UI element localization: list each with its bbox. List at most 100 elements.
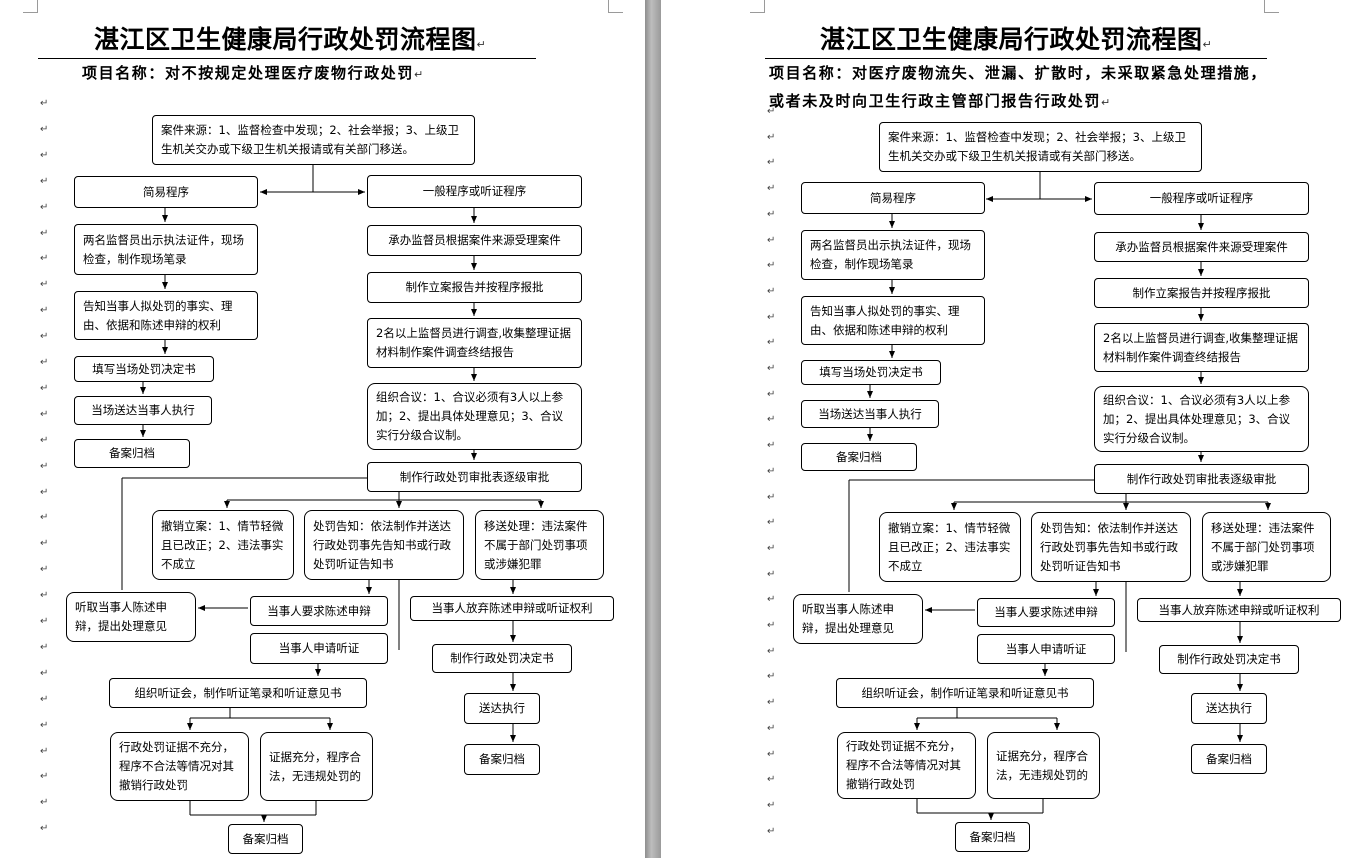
paragraph-mark: ↵ — [40, 227, 49, 239]
filing-report-box: 制作立案报告并按程序报批 — [1094, 278, 1309, 308]
penalty-notice-box: 处罚告知：依法制作并送达行政处罚事先告知书或行政处罚听证告知书 — [304, 510, 464, 580]
paragraph-mark: ↵ — [40, 667, 49, 679]
paragraph-mark: ↵ — [40, 357, 49, 368]
paragraph-mark: ↵ — [40, 201, 49, 213]
paragraph-mark: ↵ — [767, 825, 776, 837]
insufficient-evidence-box: 行政处罚证据不充分，程序不合法等情况对其撤销行政处罚 — [110, 732, 249, 801]
notify-rights-box: 告知当事人拟处罚的事实、理由、依据和陈述申辩的权利 — [801, 296, 985, 345]
penalty-decision-box: 制作行政处罚决定书 — [432, 644, 572, 673]
simple-procedure-box: 简易程序 — [801, 182, 985, 214]
paragraph-mark: ↵ — [40, 616, 49, 627]
paragraph-mark: ↵ — [40, 305, 49, 317]
request-hearing-box: 当事人申请听证 — [977, 634, 1115, 664]
archive-bottom-box: 备案归档 — [228, 824, 303, 854]
general-procedure-box: 一般程序或听证程序 — [367, 175, 582, 208]
onsite-inspection-box: 两名监督员出示执法证件，现场检查，制作现场笔录 — [801, 230, 985, 280]
simple-procedure-box: 简易程序 — [74, 176, 258, 208]
paragraph-mark: ↵ — [40, 745, 49, 757]
project-name: 项目名称：对不按规定处理医疗废物行政处罚↵ — [82, 64, 424, 82]
archive-simple-box: 备案归档 — [74, 439, 190, 468]
sufficient-evidence-box: 证据充分，程序合法，无违规处罚的 — [260, 732, 373, 801]
page-title: 湛江区卫生健康局行政处罚流程图↵ — [820, 25, 1212, 54]
paragraph-mark: ↵ — [767, 131, 776, 143]
crop-mark — [750, 0, 765, 13]
flowchart-connectors — [848, 172, 1271, 820]
paragraph-mark: ↵ — [40, 797, 49, 809]
penalty-notice-box: 处罚告知：依法制作并送达行政处罚事先告知书或行政处罚听证告知书 — [1031, 512, 1191, 582]
project-name: 项目名称：对医疗废物流失、泄漏、扩散时，未采取紧急处理措施，或者未及时向卫生行政… — [769, 64, 1268, 110]
paragraph-mark: ↵ — [767, 106, 776, 117]
paragraph-mark: ↵ — [767, 671, 776, 683]
transfer-box: 移送处理：违法案件不属于部门处罚事项或涉嫌犯罪 — [475, 510, 604, 580]
paragraph-mark: ↵ — [40, 771, 49, 783]
onsite-decision-box: 填写当场处罚决定书 — [74, 356, 214, 382]
paragraph-mark: ↵ — [767, 568, 776, 580]
paragraph-mark: ↵ — [40, 460, 49, 472]
paragraph-mark: ↵ — [767, 285, 776, 297]
notify-rights-box: 告知当事人拟处罚的事实、理由、依据和陈述申辩的权利 — [74, 291, 258, 340]
paragraph-mark: ↵ — [767, 748, 776, 760]
paragraph-mark: ↵ — [767, 260, 776, 272]
insufficient-evidence-box: 行政处罚证据不充分，程序不合法等情况对其撤销行政处罚 — [837, 732, 976, 799]
paragraph-mark: ↵ — [767, 491, 776, 503]
onsite-delivery-box: 当场送达当事人执行 — [801, 400, 939, 428]
case-source-box: 案件来源：1、监督检查中发现；2、社会举报；3、上级卫生机关交办或下级卫生机关报… — [879, 122, 1202, 172]
paragraph-mark: ↵ — [767, 722, 776, 734]
paragraph-mark: ↵ — [767, 363, 776, 374]
paragraph-mark: ↵ — [40, 331, 49, 343]
paragraph-mark: ↵ — [40, 641, 49, 653]
hear-statement-box: 听取当事人陈述申辩，提出处理意见 — [793, 594, 923, 644]
paragraph-mark: ↵ — [40, 693, 49, 705]
paragraph-mark: ↵ — [40, 590, 49, 602]
paragraph-mark: ↵ — [767, 157, 776, 169]
general-procedure-box: 一般程序或听证程序 — [1094, 182, 1309, 215]
crop-mark — [23, 0, 38, 13]
paragraph-mark: ↵ — [767, 234, 776, 246]
paragraph-mark: ↵ — [40, 486, 49, 498]
collegial-review-box: 组织合议：1、合议必须有3人以上参加；2、提出具体处理意见；3、合议实行分级合议… — [1094, 386, 1309, 452]
archive-bottom-box: 备案归档 — [955, 822, 1030, 852]
paragraph-mark: ↵ — [40, 408, 49, 420]
paragraph-mark: ↵ — [40, 564, 49, 576]
paragraph-mark: ↵ — [40, 253, 49, 265]
crop-mark — [608, 0, 623, 13]
hear-statement-box: 听取当事人陈述申辩，提出处理意见 — [66, 592, 196, 642]
organize-hearing-box: 组织听证会，制作听证笔录和听证意见书 — [836, 678, 1094, 708]
cancel-case-box: 撤销立案：1、情节轻微且已改正；2、违法事实不成立 — [152, 510, 294, 580]
flowchart-connectors — [121, 165, 544, 822]
onsite-delivery-box: 当场送达当事人执行 — [74, 396, 212, 425]
waive-rights-box: 当事人放弃陈述申辩或听证权利 — [1137, 598, 1341, 622]
title-underline — [765, 58, 1267, 59]
page-gutter — [645, 0, 661, 858]
onsite-inspection-box: 两名监督员出示执法证件，现场检查，制作现场笔录 — [74, 224, 258, 275]
onsite-decision-box: 填写当场处罚决定书 — [801, 360, 941, 385]
investigation-box: 2名以上监督员进行调查,收集整理证据材料制作案件调查终结报告 — [1094, 323, 1309, 372]
page-title: 湛江区卫生健康局行政处罚流程图↵ — [94, 25, 486, 54]
paragraph-mark: ↵ — [767, 645, 776, 657]
delivery-execution-box: 送达执行 — [464, 693, 540, 724]
accept-case-box: 承办监督员根据案件来源受理案件 — [1094, 232, 1309, 262]
delivery-execution-box: 送达执行 — [1191, 693, 1267, 724]
archive-simple-box: 备案归档 — [801, 443, 917, 471]
request-statement-box: 当事人要求陈述申辩 — [250, 596, 388, 626]
paragraph-mark: ↵ — [40, 123, 49, 135]
archive-right-box: 备案归档 — [464, 744, 540, 775]
waive-rights-box: 当事人放弃陈述申辩或听证权利 — [410, 596, 614, 621]
paragraph-mark: ↵ — [767, 208, 776, 220]
paragraph-mark: ↵ — [767, 774, 776, 786]
request-statement-box: 当事人要求陈述申辩 — [977, 598, 1115, 627]
approval-form-box: 制作行政处罚审批表逐级审批 — [367, 462, 582, 492]
request-hearing-box: 当事人申请听证 — [250, 633, 388, 664]
paragraph-mark: ↵ — [40, 149, 49, 161]
paragraph-mark: ↵ — [767, 183, 776, 195]
title-underline — [38, 58, 536, 59]
paragraph-mark: ↵ — [767, 414, 776, 426]
paragraph-mark: ↵ — [40, 719, 49, 731]
paragraph-mark: ↵ — [767, 697, 776, 709]
document-page-left: 湛江区卫生健康局行政处罚流程图↵ 项目名称：对不按规定处理医疗废物行政处罚↵ ↵… — [0, 0, 645, 858]
paragraph-mark: ↵ — [767, 337, 776, 349]
penalty-decision-box: 制作行政处罚决定书 — [1159, 645, 1299, 674]
paragraph-mark: ↵ — [767, 465, 776, 477]
approval-form-box: 制作行政处罚审批表逐级审批 — [1094, 464, 1309, 494]
cancel-case-box: 撤销立案：1、情节轻微且已改正；2、违法事实不成立 — [879, 512, 1021, 582]
